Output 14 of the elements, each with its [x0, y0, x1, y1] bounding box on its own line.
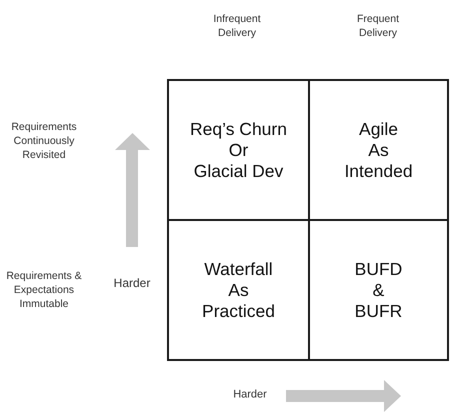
quadrant-label: Agile As Intended: [344, 118, 413, 182]
quadrant-label: Waterfall As Practiced: [202, 258, 275, 322]
row-label: Requirements Continuously Revisited: [11, 120, 77, 162]
quadrant-cell: [308, 79, 449, 221]
row-label: Requirements & Expectations Immutable: [6, 269, 82, 311]
column-heading: Infrequent Delivery: [213, 12, 261, 40]
quadrant-label: Req’s Churn Or Glacial Dev: [190, 118, 287, 182]
quadrant-label: BUFD & BUFR: [354, 258, 402, 322]
quadrant-cell: [167, 79, 310, 221]
quadrant-cell: [167, 219, 310, 361]
direction-label: Harder: [233, 388, 267, 402]
column-heading: Frequent Delivery: [356, 12, 400, 40]
direction-label: Harder: [114, 276, 150, 290]
quadrant-cell: [308, 219, 449, 361]
